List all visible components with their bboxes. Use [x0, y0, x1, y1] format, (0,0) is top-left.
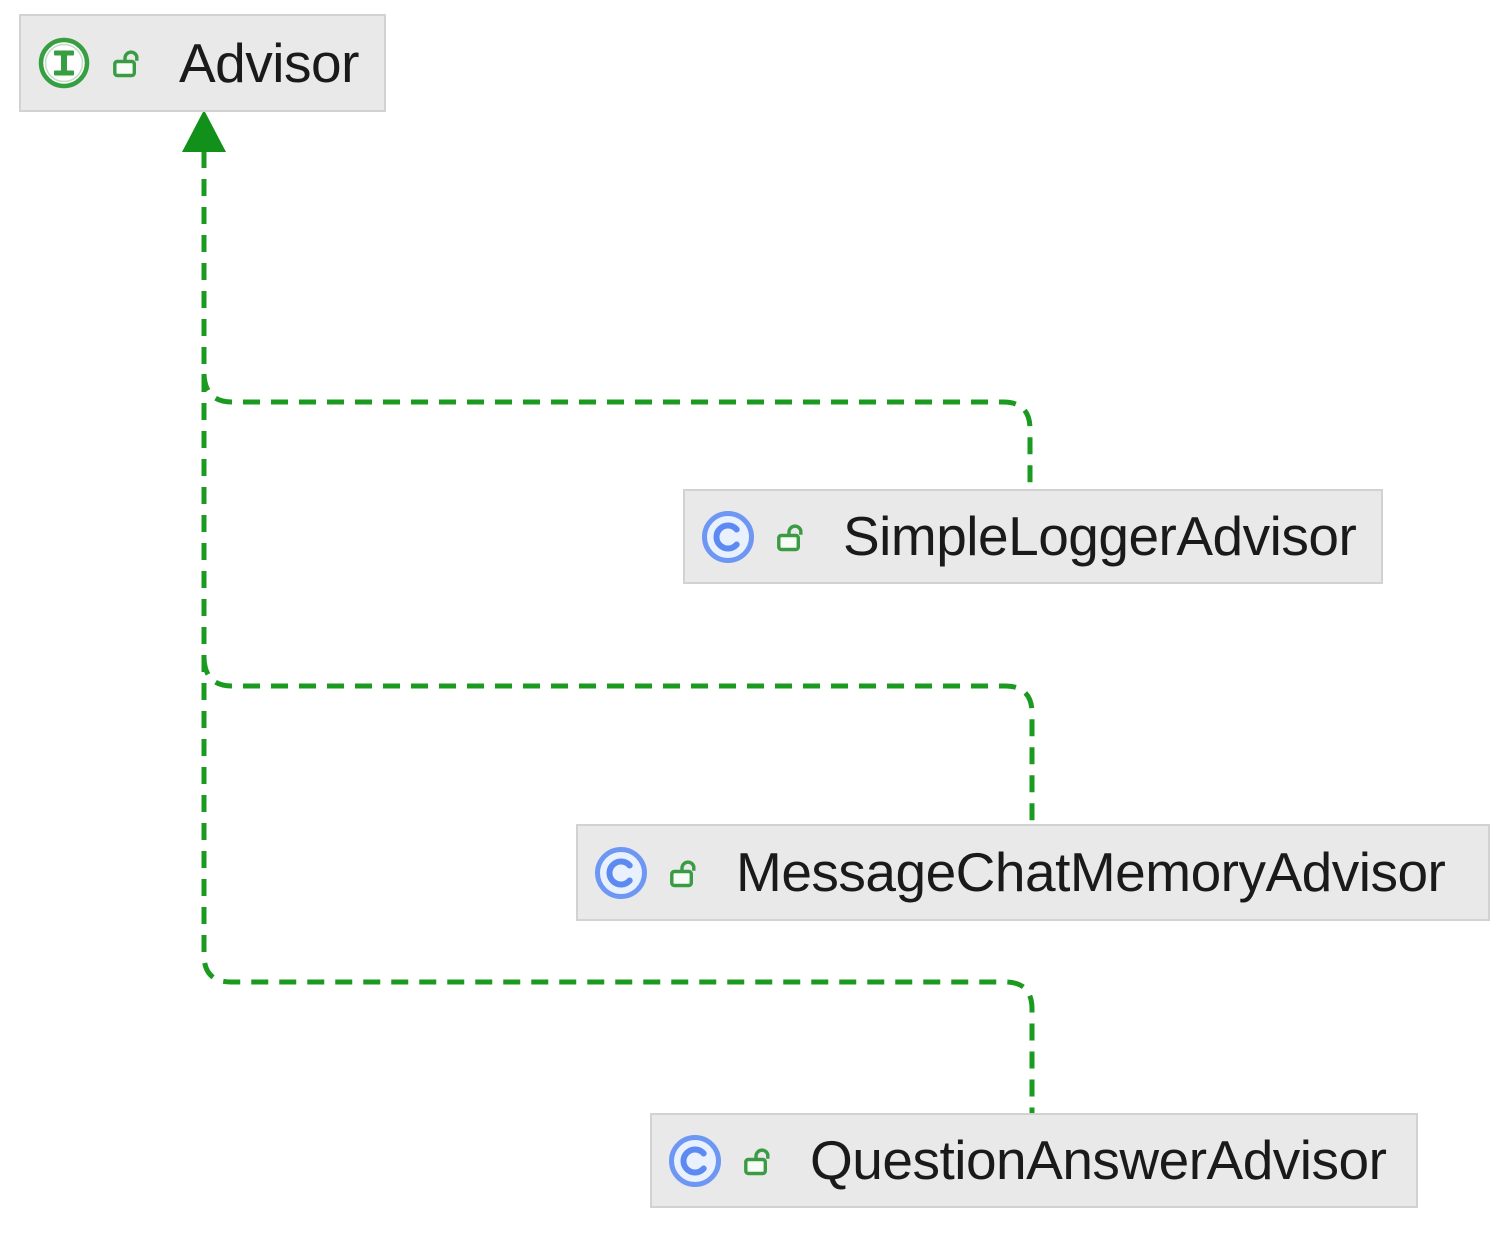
node-simple-logger-advisor[interactable]: SimpleLoggerAdvisor [683, 489, 1383, 584]
implements-arrowhead-icon [182, 110, 226, 152]
interface-icon [37, 36, 113, 90]
node-label: Advisor [179, 31, 359, 94]
node-label: SimpleLoggerAdvisor [843, 505, 1357, 567]
edge-message-chat-memory-to-advisor [201, 657, 1035, 825]
class-icon [701, 510, 777, 564]
edge-question-answer-to-advisor [201, 151, 1035, 1113]
node-question-answer-advisor[interactable]: QuestionAnswerAdvisor [650, 1113, 1418, 1208]
public-lock-icon [670, 858, 736, 888]
node-label: MessageChatMemoryAdvisor [736, 841, 1446, 903]
class-icon [668, 1134, 744, 1188]
node-message-chat-memory-advisor[interactable]: MessageChatMemoryAdvisor [576, 824, 1490, 921]
edge-simple-logger-to-advisor [201, 373, 1033, 490]
public-lock-icon [744, 1146, 810, 1176]
node-advisor[interactable]: Advisor [19, 14, 386, 112]
node-label: QuestionAnswerAdvisor [810, 1129, 1387, 1191]
public-lock-icon [113, 48, 179, 78]
public-lock-icon [777, 522, 843, 552]
class-icon [594, 846, 670, 900]
